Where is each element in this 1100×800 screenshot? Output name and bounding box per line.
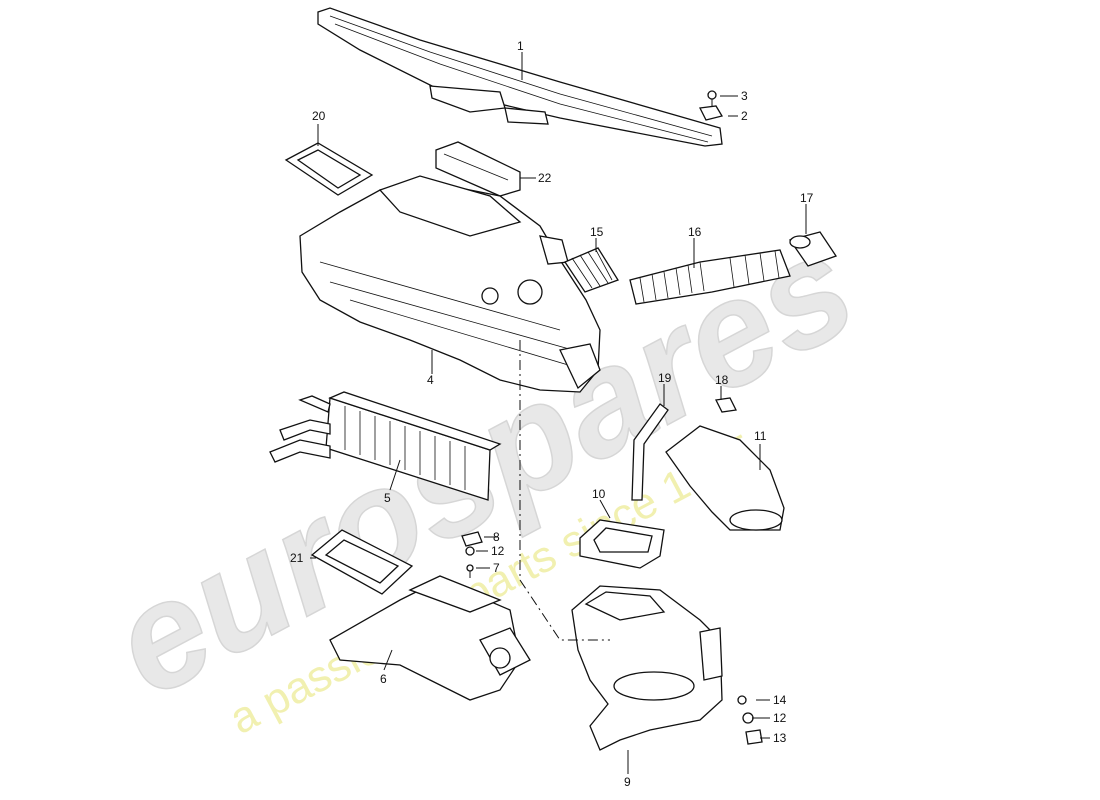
callout-12-lower: 12 [773, 711, 787, 725]
part-2-3-clip-screw [699, 90, 724, 121]
part-18-clip [715, 397, 737, 413]
callout-6: 6 [380, 672, 387, 686]
callout-21: 21 [290, 551, 304, 565]
callout-15: 15 [590, 225, 604, 239]
part-21-gasket [310, 529, 414, 595]
callout-5: 5 [384, 491, 391, 505]
part-20-gasket [284, 142, 374, 196]
part-17-sleeve [788, 231, 838, 267]
callout-2: 2 [741, 109, 748, 123]
callout-4: 4 [427, 373, 434, 387]
part-15-hose [564, 247, 619, 293]
callout-13: 13 [773, 731, 787, 745]
part-16-hose [629, 249, 791, 305]
callout-18: 18 [715, 373, 729, 387]
callout-20: 20 [312, 109, 326, 123]
callout-3: 3 [741, 89, 748, 103]
part-5-heat-exchanger [269, 391, 502, 501]
assembly-line [519, 340, 610, 641]
callout-7: 7 [493, 561, 500, 575]
part-22-flange [435, 141, 521, 197]
callout-12-upper: 12 [491, 544, 505, 558]
callout-14: 14 [773, 693, 787, 707]
callout-8: 8 [493, 530, 500, 544]
part-11-elbow-duct [665, 425, 785, 531]
callout-9: 9 [624, 775, 631, 789]
part-4-heater-housing [299, 175, 601, 393]
callout-19: 19 [658, 371, 672, 385]
parts-12-13-14-hardware [737, 695, 763, 745]
part-19-seal-strip [631, 403, 669, 501]
callout-1: 1 [517, 39, 524, 53]
callout-11: 11 [754, 429, 767, 443]
callout-labels: 1 2 3 4 5 6 7 8 9 10 11 12 12 13 14 15 1… [290, 39, 814, 789]
part-9-distribution-housing [571, 585, 723, 751]
part-10-foam-seal [579, 519, 665, 569]
callout-17: 17 [800, 191, 814, 205]
part-1-air-duct [317, 7, 723, 147]
callout-22: 22 [538, 171, 552, 185]
callout-16: 16 [688, 225, 702, 239]
callout-10: 10 [592, 487, 606, 501]
part-6-blower-housing [329, 575, 531, 701]
parts-7-8-12-hardware [461, 531, 483, 578]
leader-lines [310, 52, 807, 774]
